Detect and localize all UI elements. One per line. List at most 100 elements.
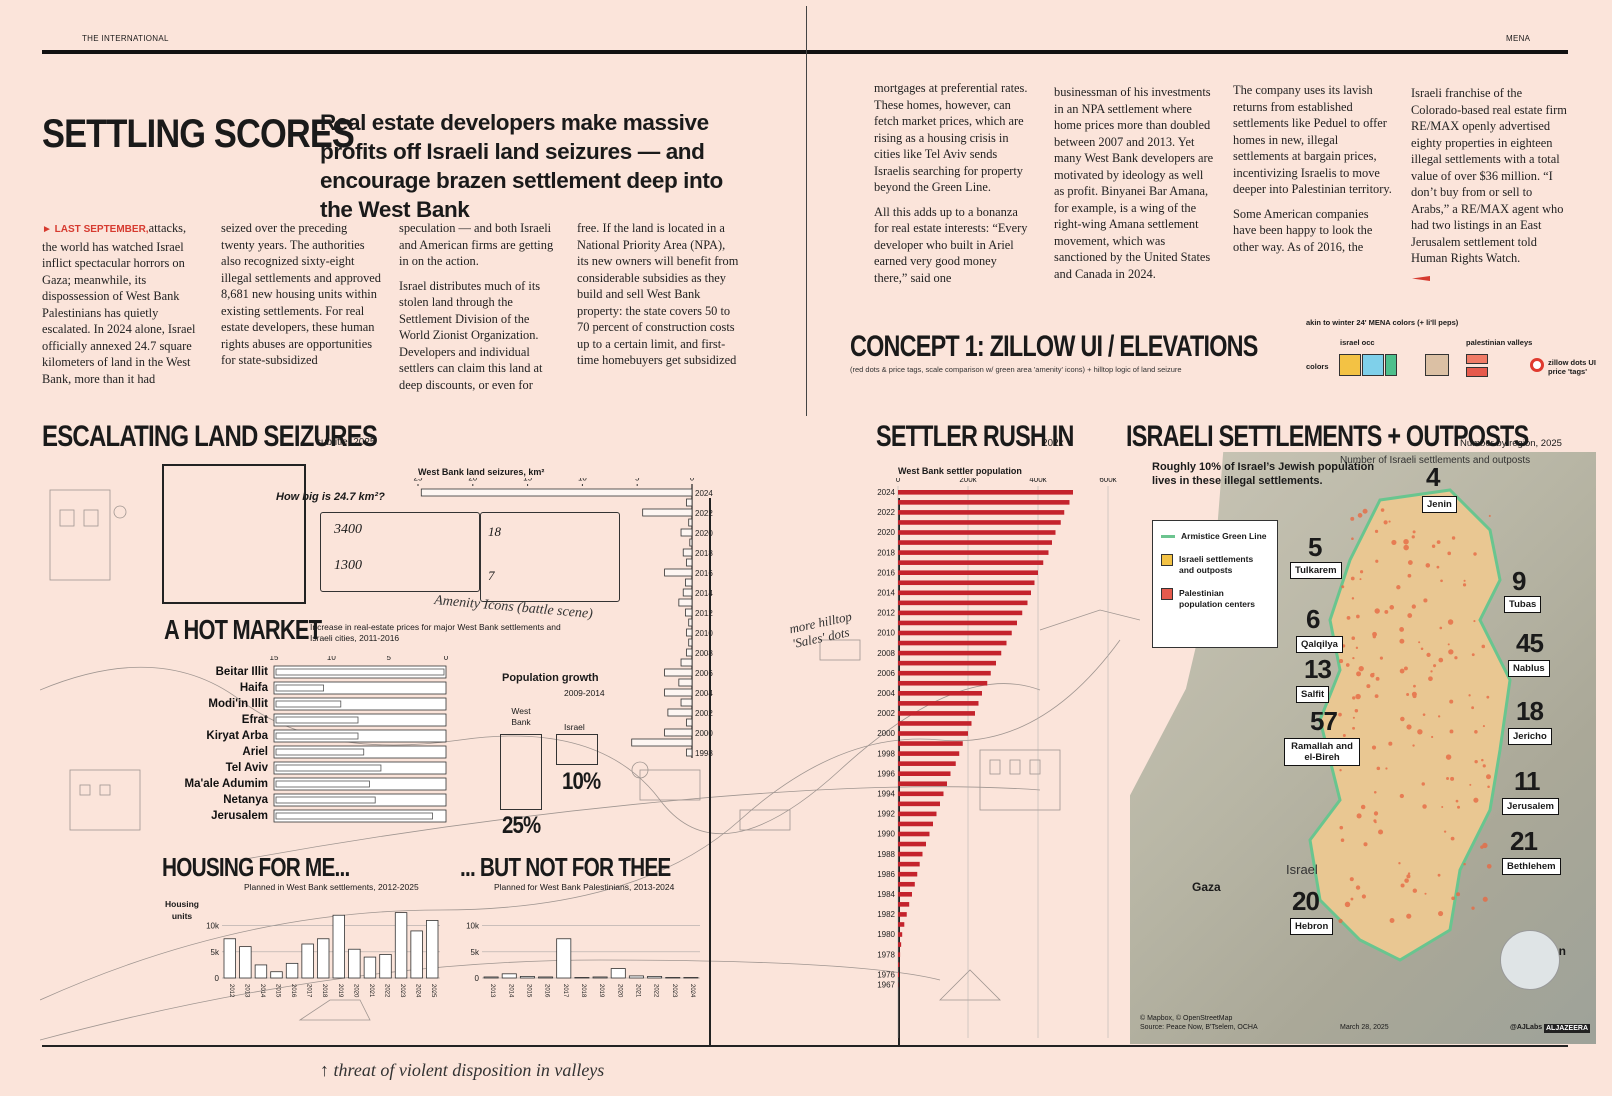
market-bar-frame	[273, 665, 447, 679]
settlement-dot	[1389, 918, 1395, 923]
settlement-dot	[1379, 656, 1383, 660]
settlement-dot	[1406, 693, 1410, 696]
sketch-background	[40, 489, 1140, 1041]
housing-bar	[394, 912, 408, 979]
growth-isr-bar	[556, 734, 598, 765]
settlement-dot	[1350, 576, 1355, 581]
region-label: Nablus	[1508, 660, 1550, 677]
palette-israel-swatches	[1339, 354, 1397, 376]
settlement-dot	[1471, 906, 1475, 910]
map-handle: @AJLabs	[1510, 1024, 1543, 1031]
legend-item: Israeli settlements and outposts	[1161, 554, 1269, 576]
year-tick-label: 2004	[695, 689, 713, 698]
seizures-chart: 2520151050202420222020201820162014201220…	[414, 478, 713, 758]
seizure-bar	[667, 708, 693, 717]
seizure-bar	[686, 748, 693, 757]
settlement-dot	[1338, 712, 1342, 717]
settlement-dot	[1399, 638, 1405, 644]
year-tick-label: 2022	[695, 509, 713, 518]
settler-bar	[898, 741, 963, 746]
x-tick-label: 15	[270, 656, 279, 662]
west-bank-outline	[1308, 488, 1512, 962]
x-tick-label: 2018	[321, 984, 327, 998]
settlement-swatch	[1161, 554, 1173, 566]
settlement-dot	[1350, 897, 1354, 901]
settlement-dot	[1450, 776, 1455, 781]
year-tick-label: 1982	[877, 910, 895, 919]
x-tick-label: 2014	[507, 984, 513, 998]
year-tick-label: 2012	[877, 609, 895, 618]
x-tick-label: 15	[523, 478, 532, 482]
housing-bar	[501, 973, 517, 979]
settlement-dot	[1420, 647, 1424, 651]
settlement-dot	[1396, 585, 1401, 590]
settlement-dot	[1350, 516, 1355, 521]
settlement-dot	[1438, 910, 1444, 917]
x-tick-label: 2013	[243, 984, 249, 998]
housing-subtitle-2: Planned for West Bank Palestinians, 2013…	[494, 882, 675, 892]
settler-bar	[898, 781, 947, 787]
year-tick-label: 2014	[877, 589, 895, 598]
settlement-dot	[1443, 830, 1447, 833]
category-label: Ma'ale Adumim	[185, 778, 268, 790]
x-tick-label: 2016	[544, 984, 550, 998]
seizure-bar	[686, 718, 693, 727]
settlement-dot	[1351, 537, 1354, 541]
settlement-dot	[1488, 514, 1491, 517]
x-tick-label: 2022	[384, 984, 390, 998]
green-line-swatch	[1161, 535, 1175, 538]
x-tick-label: 2024	[689, 984, 695, 998]
seizure-bar	[664, 668, 693, 677]
year-tick-label: 2022	[877, 508, 895, 517]
category-label: Tel Aviv	[226, 762, 269, 774]
settlement-dot	[1445, 754, 1452, 760]
settler-bar	[898, 660, 996, 666]
region-count: 6	[1306, 604, 1321, 634]
settlement-dot	[1384, 609, 1389, 614]
settler-bar	[898, 731, 968, 736]
settlement-dot	[1403, 544, 1409, 551]
settlement-dot	[1352, 716, 1355, 719]
x-tick-label: 25	[414, 478, 423, 482]
palette-israel-label: israel occ	[1340, 338, 1375, 347]
settlement-dot	[1351, 597, 1355, 600]
x-tick-label: 2023	[399, 984, 405, 998]
settler-bar	[898, 721, 972, 726]
y-tick-label: 5k	[471, 948, 480, 957]
settlement-dot	[1399, 668, 1405, 674]
settlement-dot	[1447, 619, 1454, 625]
running-head-left: THE INTERNATIONAL	[82, 34, 169, 43]
settlement-dot	[1463, 579, 1466, 582]
housing-bar	[665, 977, 681, 979]
settlement-dot	[1422, 713, 1426, 716]
housing-bar	[519, 976, 535, 979]
settler-bar	[898, 972, 900, 977]
housing-bar	[301, 943, 314, 979]
settlement-dot	[1482, 764, 1486, 768]
legend-label: Armistice Green Line	[1181, 531, 1267, 541]
settler-bar	[898, 711, 975, 716]
source: Source: Peace Now, B'Tselem, OCHA	[1140, 1024, 1258, 1031]
year-tick-label: 2006	[695, 669, 713, 678]
housing-bar	[285, 962, 299, 979]
x-tick-label: 2019	[337, 984, 343, 998]
settler-bar	[898, 821, 933, 827]
settlement-dot	[1437, 715, 1441, 718]
settlement-dot	[1482, 725, 1485, 728]
concept-title: CONCEPT 1: ZILLOW UI / ELEVATIONS	[850, 330, 1258, 363]
year-tick-label: 1984	[877, 890, 895, 899]
x-tick-label: 600k	[1099, 478, 1117, 484]
settlement-dot	[1447, 643, 1450, 646]
palette-pal-label: palestinian valleys	[1466, 338, 1533, 347]
region-count: 20	[1292, 886, 1320, 916]
settler-bar	[898, 490, 1073, 495]
settler-bar	[898, 811, 937, 817]
settlement-dot	[1406, 724, 1412, 730]
rush-suffix: 202x	[1042, 438, 1064, 449]
seizures-title: ESCALATING LAND SEIZURES	[42, 420, 378, 453]
zillow-label: zillow dots UI price 'tags'	[1548, 358, 1596, 376]
settlement-dot	[1463, 862, 1466, 866]
x-tick-label: 2020	[616, 984, 622, 998]
seizure-bar	[689, 538, 693, 547]
